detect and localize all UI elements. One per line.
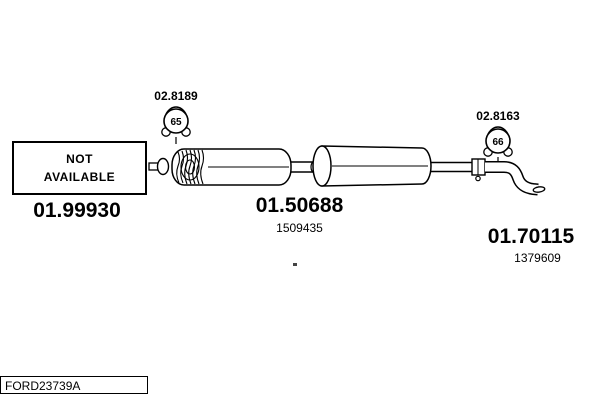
exhaust-assembly-drawing: [148, 145, 546, 196]
clamp-ring-icon: 66: [483, 126, 513, 164]
drawing-code-box: FORD23739A: [0, 376, 148, 394]
part-number-center: 01.50688: [255, 194, 344, 217]
not-available-line2: AVAILABLE: [43, 170, 116, 184]
clamp-badge-right: 66: [492, 137, 504, 148]
clamp-ring-icon: 65: [161, 106, 191, 144]
part-ref-right: 1379609: [514, 251, 561, 265]
not-available-box: NOT AVAILABLE: [12, 141, 147, 195]
part-number-right: 01.70115: [487, 225, 575, 248]
clamp-badge-left: 65: [170, 117, 182, 128]
part-number-left: 01.99930: [33, 199, 121, 222]
clamp-label-right: 02.8163: [476, 109, 520, 123]
clamp-group-right: 02.8163 66: [470, 109, 526, 165]
flex-corrugation: [176, 149, 205, 185]
not-available-line1: NOT: [66, 152, 93, 166]
small-marker: [293, 263, 297, 266]
drawing-code: FORD23739A: [5, 379, 81, 393]
part-ref-center: 1509435: [276, 221, 323, 235]
clamp-group-left: 02.8189 65: [148, 89, 204, 145]
clamp-label-left: 02.8189: [154, 89, 198, 103]
